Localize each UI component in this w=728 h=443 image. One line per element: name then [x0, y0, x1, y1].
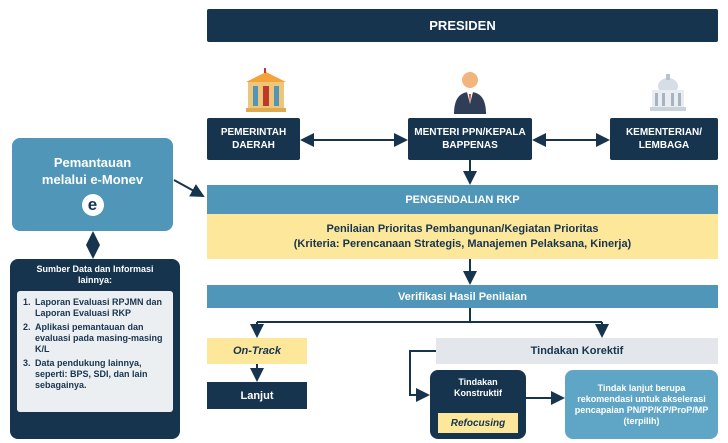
- pengendalian-rkp-label: PENGENDALIAN RKP: [405, 193, 520, 206]
- ministry-building-icon: [650, 74, 686, 111]
- verifikasi-box: Verifikasi Hasil Penilaian: [207, 285, 718, 308]
- ontrack-label: On-Track: [232, 345, 282, 357]
- government-building-icon: [246, 68, 286, 112]
- penilaian-box: Penilaian Prioritas Pembangunan/Kegiatan…: [207, 214, 718, 259]
- tindakan-konstruktif-label: Tindakan Konstruktif: [454, 377, 502, 398]
- arrow-emonev-pengendalian: [173, 179, 205, 197]
- sumber-data-list: 1.Laporan Evaluasi RPJMN dan Laporan Eva…: [17, 291, 173, 412]
- emonev-title: Pemantauan melalui e-Monev: [41, 154, 144, 187]
- tindakan-konstruktif-box: Tindakan Konstruktif Refocusing: [430, 370, 526, 439]
- kementerian-lembaga-label: KEMENTERIAN/ LEMBAGA: [625, 127, 703, 151]
- emonev-logo-icon: e: [81, 193, 104, 216]
- verifikasi-label: Verifikasi Hasil Penilaian: [397, 290, 527, 303]
- penilaian-line2: (Kriteria: Perencanaan Strategis, Manaje…: [293, 237, 632, 250]
- list-item: 3.Data pendukung lainnya, seperti: BPS, …: [23, 358, 148, 390]
- tindak-lanjut-label: Tindak lanjut berupa rekomendasi untuk a…: [574, 382, 709, 426]
- tindakan-korektif-box: Tindakan Korektif: [436, 338, 718, 364]
- refocusing-label: Refocusing: [450, 417, 506, 429]
- pemerintah-daerah-label: PEMERINTAH DAERAH: [220, 127, 287, 151]
- arrow-korektif-konstruktif: [409, 350, 436, 402]
- penilaian-line1: Penilaian Prioritas Pembangunan/Kegiatan…: [326, 222, 599, 235]
- kementerian-lembaga-box: KEMENTERIAN/ LEMBAGA: [610, 118, 718, 160]
- sumber-data-title: Sumber Data dan Informasi lainnya:: [36, 264, 154, 285]
- sumber-data-panel: Sumber Data dan Informasi lainnya: 1.Lap…: [10, 259, 180, 439]
- pengendalian-rkp-box: PENGENDALIAN RKP: [207, 185, 718, 214]
- minister-person-icon: [454, 72, 486, 114]
- tindakan-korektif-label: Tindakan Korektif: [530, 345, 624, 357]
- presiden-box: PRESIDEN: [207, 9, 718, 42]
- menteri-label: MENTERI PPN/KEPALA BAPPENAS: [414, 127, 526, 151]
- list-item: 2.Aplikasi pemantauan dan evaluasi pada …: [23, 322, 163, 354]
- emonev-box: Pemantauan melalui e-Monev e: [12, 138, 173, 231]
- ontrack-box: On-Track: [207, 338, 307, 364]
- tindak-lanjut-box: Tindak lanjut berupa rekomendasi untuk a…: [565, 370, 718, 439]
- lanjut-label: Lanjut: [240, 389, 274, 402]
- lanjut-box: Lanjut: [207, 382, 307, 409]
- list-item: 1.Laporan Evaluasi RPJMN dan Laporan Eva…: [23, 297, 163, 318]
- menteri-box: MENTERI PPN/KEPALA BAPPENAS: [408, 118, 532, 160]
- emonev-logo-letter: e: [87, 194, 98, 214]
- presiden-label: PRESIDEN: [429, 18, 496, 33]
- pemerintah-daerah-box: PEMERINTAH DAERAH: [207, 118, 300, 160]
- refocusing-box: Refocusing: [438, 413, 518, 433]
